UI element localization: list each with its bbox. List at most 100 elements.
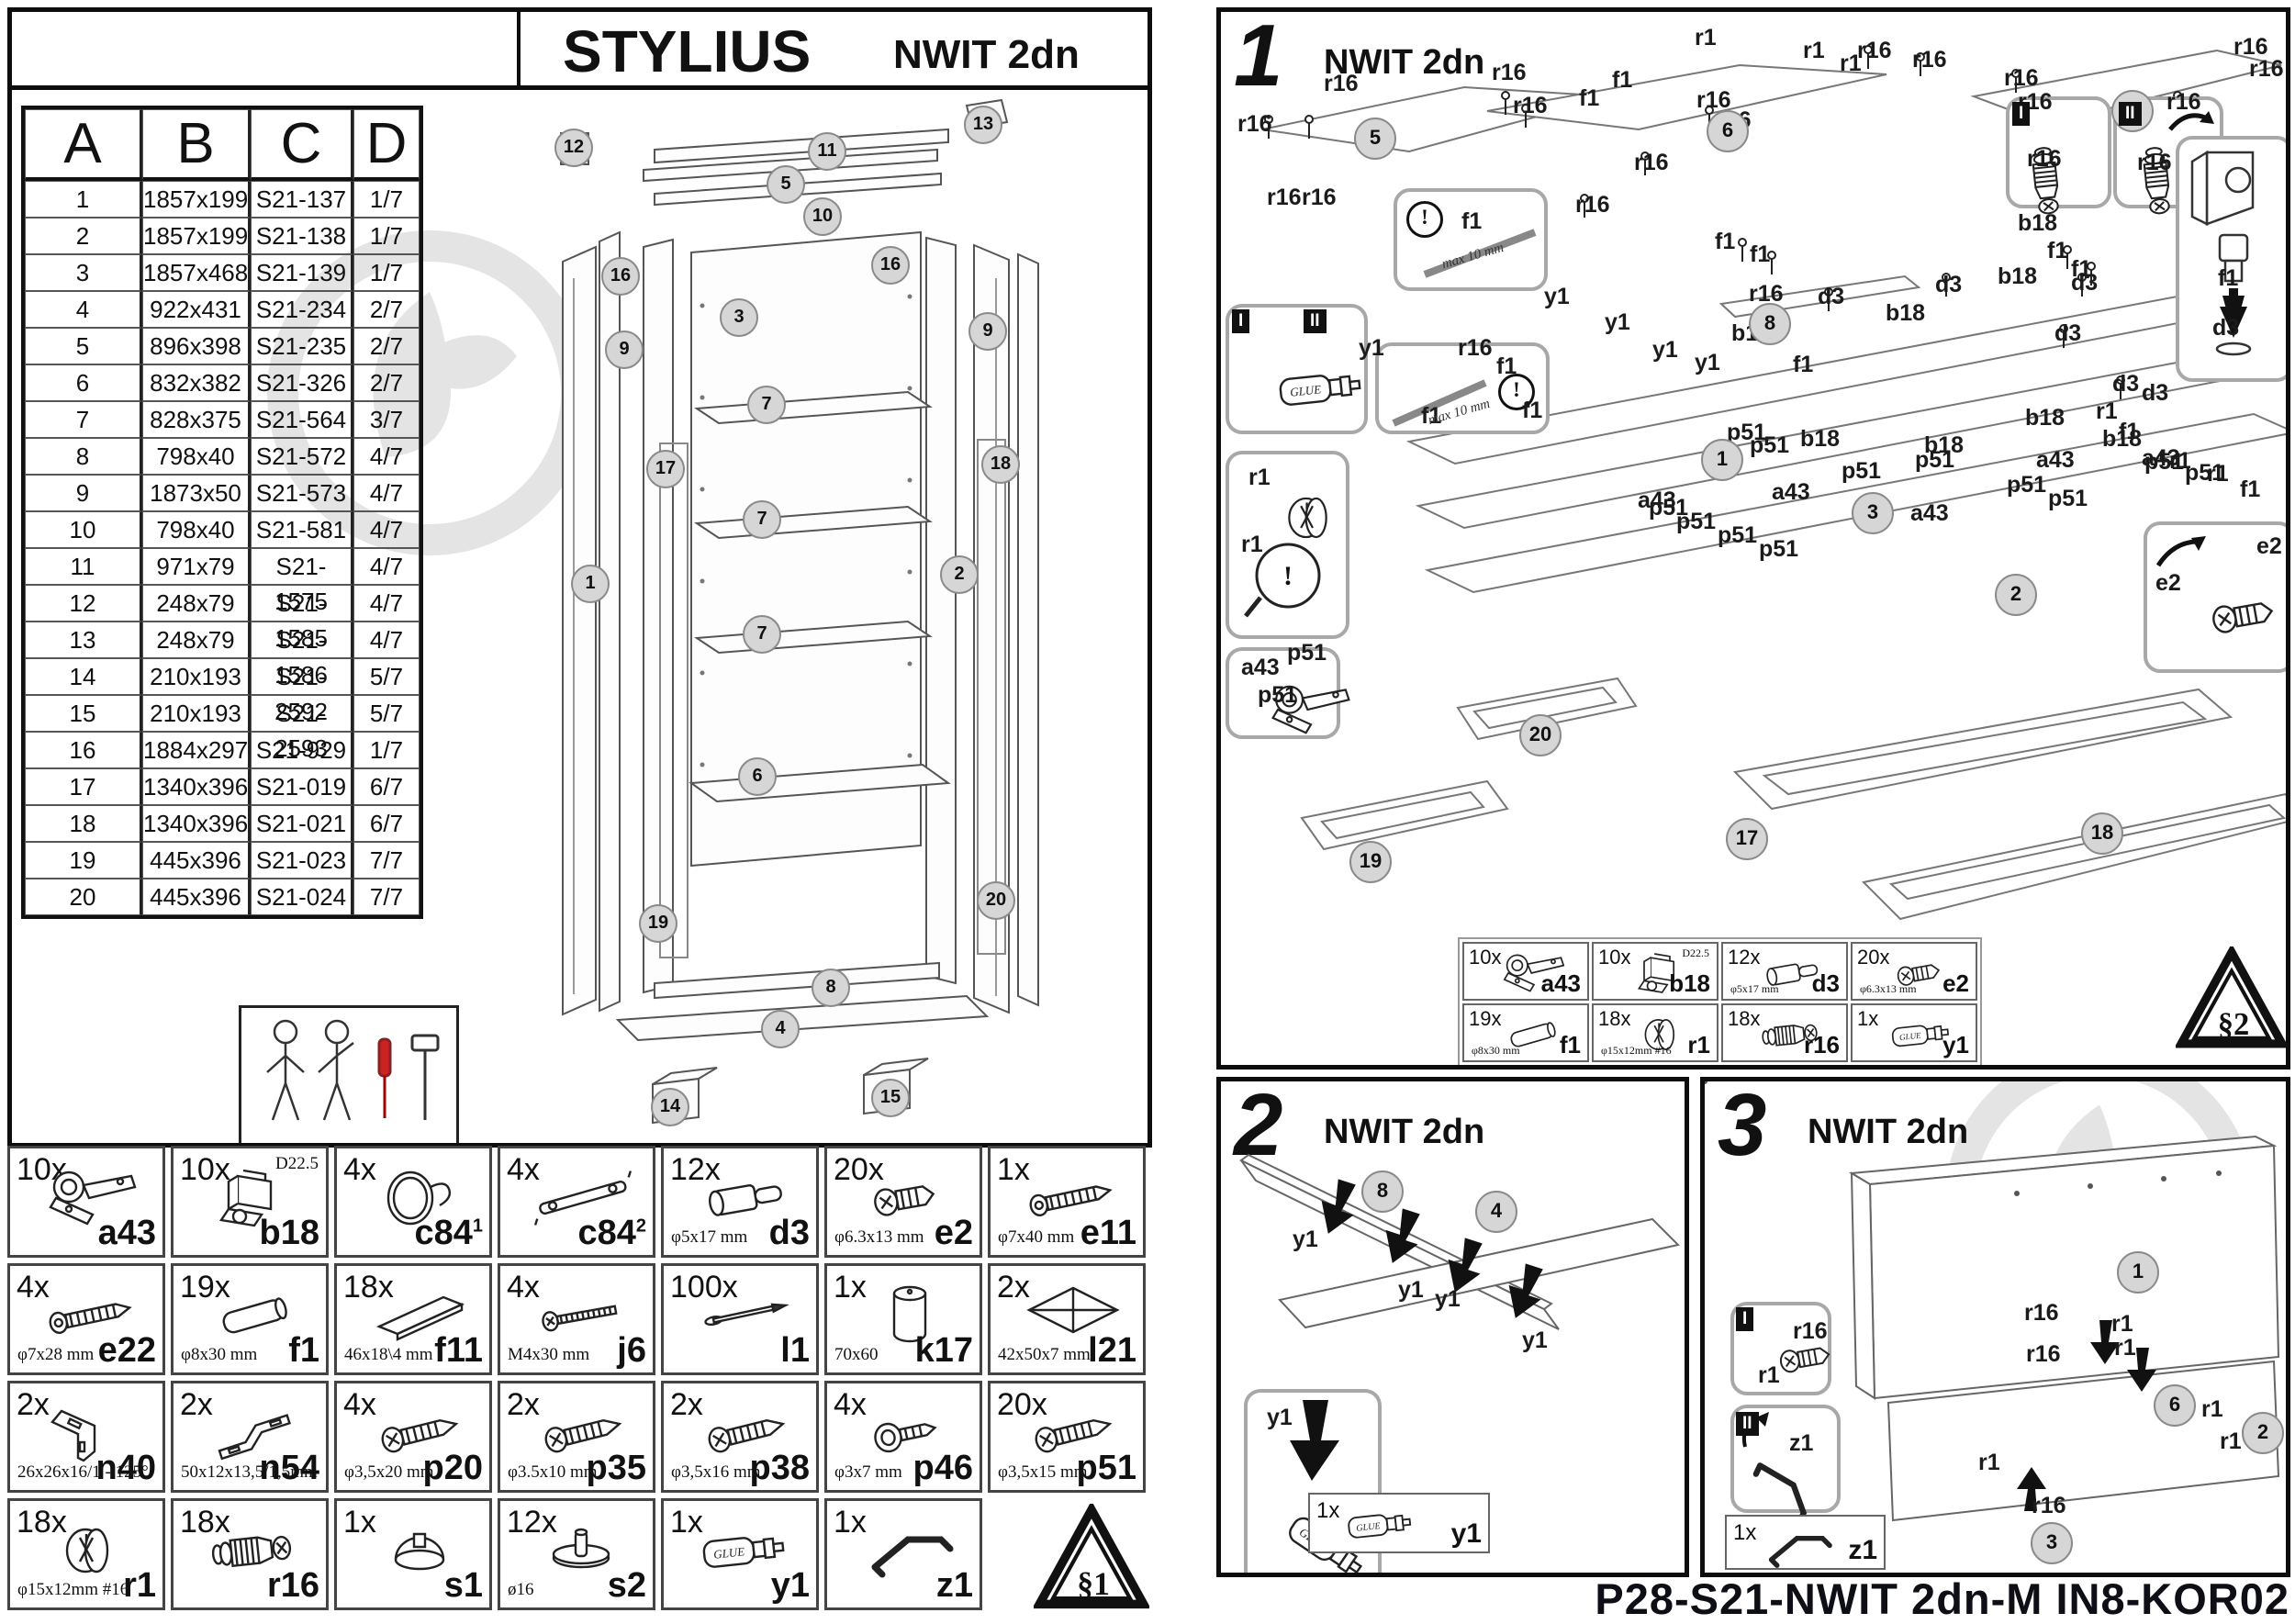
hinge-icon	[1503, 954, 1565, 992]
screw-euro-icon	[2166, 566, 2276, 639]
part-number-badge: 7	[743, 615, 781, 654]
table-cell: S21-139	[251, 254, 353, 291]
part-number-badge: 19	[639, 904, 677, 943]
part-number-badge: 5	[1354, 118, 1396, 160]
hardware-code: j6	[617, 1331, 646, 1370]
hardware-qty: 1x	[343, 1505, 376, 1540]
step1-title: NWIT 2dn	[1324, 43, 1485, 82]
warning-triangle-s2: §2	[2174, 943, 2286, 1054]
part-ref-label: r16	[1513, 93, 1548, 118]
handle-icon	[533, 1170, 633, 1226]
hardware-qty: 1x	[997, 1152, 1030, 1187]
expansion-plug-icon	[2032, 147, 2059, 215]
hardware-code: r1	[1687, 1031, 1710, 1058]
table-cell: S21-573	[251, 475, 353, 511]
hardware-size: φ3,5x20 mm	[344, 1462, 434, 1482]
table-cell: 1340x396	[142, 768, 251, 805]
table-cell: 6/7	[353, 768, 420, 805]
table-cell: 971x79	[142, 548, 251, 585]
part-ref-label: p51	[1842, 458, 1882, 484]
hardware-size: 42x50x7 mm	[998, 1345, 1091, 1364]
part-ref-label: r16	[2249, 56, 2284, 82]
part-ref-label: y1	[1605, 309, 1630, 335]
product-model-title: NWIT 2dn	[893, 32, 1080, 77]
table-cell: 7/7	[353, 842, 420, 879]
part-ref-label: p51	[2007, 472, 2047, 498]
hardware-code: c841	[414, 1214, 483, 1252]
part-ref-label: r16	[2004, 65, 2039, 91]
hardware-code: d3	[1811, 969, 1840, 997]
part-ref-label: p51	[1759, 536, 1799, 562]
hardware-code: e2	[1942, 969, 1969, 997]
hardware-size: φ5x17 mm	[671, 1227, 748, 1247]
table-cell: 18	[25, 805, 142, 842]
part-number-badge: 14	[651, 1088, 689, 1126]
screw-icon	[1035, 1418, 1113, 1453]
table-cell: S21-929	[251, 732, 353, 768]
part-ref-label: b18	[2025, 405, 2066, 431]
part-ref-label: r16	[1302, 185, 1337, 210]
part-number-badge: 18	[981, 445, 1020, 484]
part-ref-label: z1	[1789, 1430, 1814, 1456]
part-ref-label: f1	[1715, 229, 1736, 254]
table-cell: 2/7	[353, 291, 420, 328]
table-cell: S21-1586	[251, 622, 353, 689]
part-ref-label: f1	[1612, 67, 1633, 93]
hardware-qty: 1x	[834, 1270, 867, 1305]
part-ref-label: r16	[2024, 1300, 2059, 1326]
table-cell: 12	[25, 585, 142, 622]
hardware-code: r16	[1803, 1031, 1840, 1058]
part-number-badge: 8	[1749, 303, 1791, 345]
hardware-code: p35	[586, 1449, 646, 1487]
part-ref-label: p51	[1287, 640, 1327, 666]
part-ref-label: p51	[1258, 682, 1298, 708]
part-number-badge: 7	[743, 500, 781, 539]
part-ref-label: d3	[2071, 270, 2099, 296]
roman-numeral-marker: I	[1232, 309, 1250, 333]
hardware-qty: 19x	[1469, 1007, 1502, 1030]
part-number-badge: 8	[1361, 1170, 1404, 1213]
hardware-size: φ3x7 mm	[834, 1462, 902, 1482]
hardware-code: y1	[1450, 1518, 1482, 1549]
expansion-plug-icon	[2143, 147, 2170, 215]
table-cell: 2	[25, 218, 142, 254]
table-cell: 832x382	[142, 364, 251, 401]
hardware-qty: 18x	[180, 1505, 230, 1540]
table-cell: 1/7	[353, 732, 420, 768]
part-number-badge: 3	[2031, 1522, 2073, 1564]
hardware-size: φ7x28 mm	[17, 1345, 95, 1364]
part-number-badge: 19	[1349, 841, 1392, 883]
hardware-size: φ3,5x15 mm	[998, 1462, 1088, 1482]
part-ref-label: a43	[2142, 445, 2180, 471]
table-cell: 11	[25, 548, 142, 585]
table-cell: 1/7	[353, 218, 420, 254]
screw-icon	[708, 1418, 786, 1453]
part-ref-label: e2	[2155, 570, 2181, 596]
part-number-badge: 20	[1519, 714, 1562, 756]
part-ref-label: p51	[2048, 486, 2088, 511]
cap-icon	[394, 1532, 445, 1571]
hardware-qty: 2x	[670, 1387, 703, 1422]
warning-exclamation-icon: !	[1406, 201, 1443, 238]
table-cell: 798x40	[142, 511, 251, 548]
part-ref-label: p51	[1750, 432, 1790, 458]
table-cell: S21-234	[251, 291, 353, 328]
column-header: B	[142, 109, 251, 181]
hardware-qty: 2x	[17, 1387, 50, 1422]
